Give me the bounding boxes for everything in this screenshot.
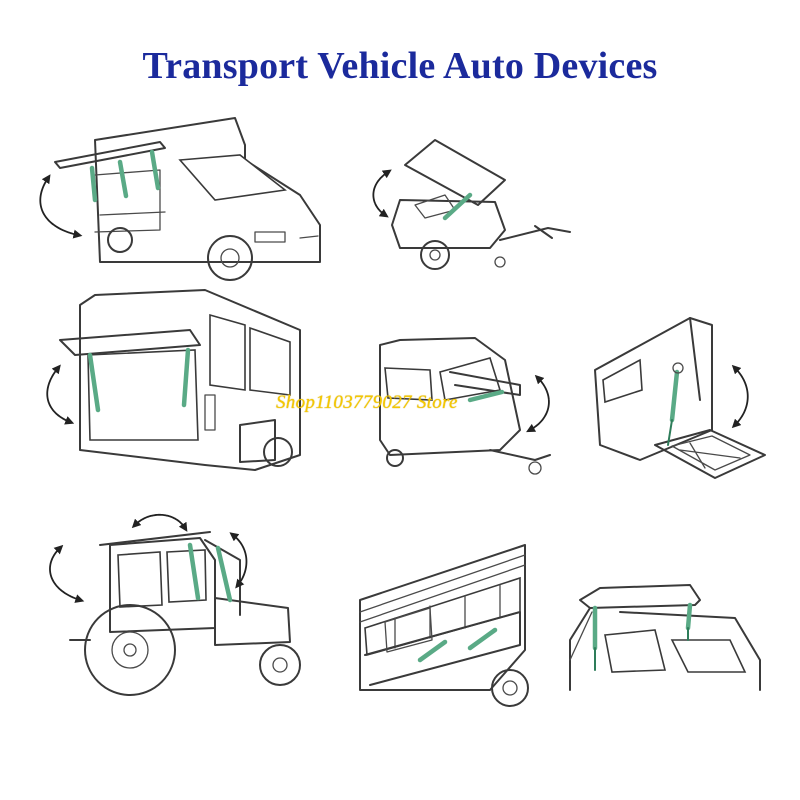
utility-trailer-illustration [372, 139, 571, 270]
coach-bus-illustration [359, 544, 529, 707]
page-title: Transport Vehicle Auto Devices [142, 45, 658, 87]
van-step-illustration [594, 317, 766, 479]
camper-trailer-illustration [379, 337, 551, 475]
tractor-illustration [49, 513, 301, 696]
food-truck-illustration [39, 117, 321, 281]
store-watermark: Shop1103779027 Store [276, 392, 458, 413]
car-hatchback-illustration [569, 584, 761, 691]
bus-rear-illustration [46, 289, 301, 471]
